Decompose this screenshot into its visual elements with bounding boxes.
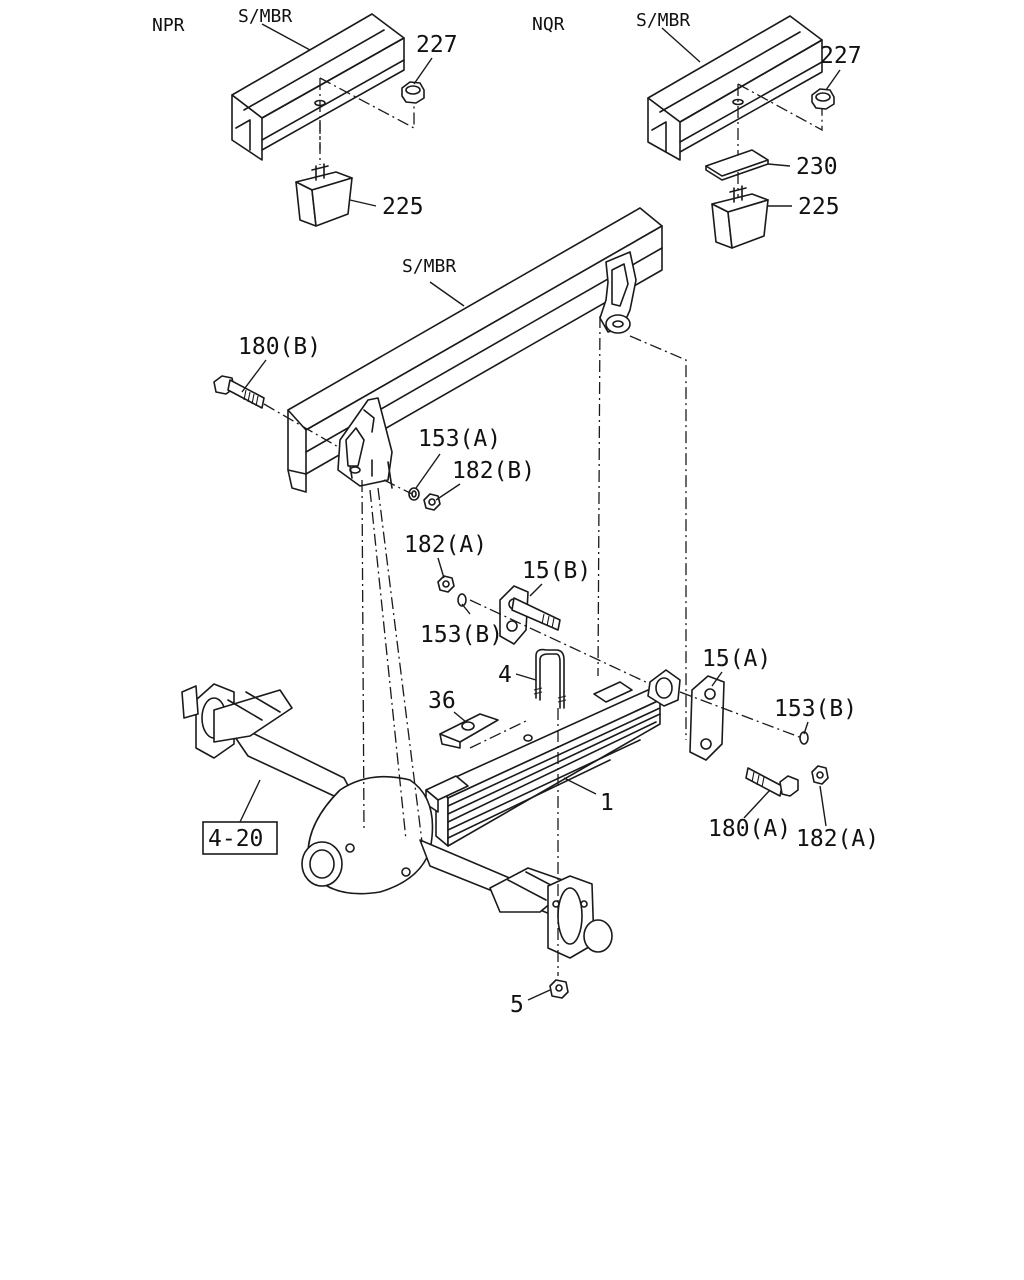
label-227-nqr: 227 bbox=[820, 43, 862, 69]
u-bolt-nut-5 bbox=[549, 979, 569, 999]
label-15b: 15(B) bbox=[522, 558, 591, 584]
shackle-washer-153b-left bbox=[457, 593, 467, 607]
rear-axle-housing bbox=[181, 683, 613, 959]
label-nqr: NQR bbox=[532, 14, 565, 35]
label-182b: 182(B) bbox=[452, 458, 535, 484]
nqr-bumper-225 bbox=[711, 185, 769, 249]
label-227-npr: 227 bbox=[416, 32, 458, 58]
label-230: 230 bbox=[796, 154, 838, 180]
label-182a-right: 182(A) bbox=[796, 826, 879, 852]
label-153a: 153(A) bbox=[418, 426, 501, 452]
rear-shackle-bracket bbox=[599, 251, 637, 334]
bracket-nut-leader bbox=[383, 479, 413, 495]
label-smbr-nqr: S/MBR bbox=[636, 10, 690, 31]
label-1: 1 bbox=[600, 790, 614, 816]
frame-washer-153a bbox=[408, 487, 420, 501]
label-5: 5 bbox=[510, 992, 524, 1018]
front-hanger-bracket bbox=[337, 397, 393, 489]
spring-seat-36 bbox=[439, 713, 533, 749]
nqr-frame-member bbox=[647, 15, 823, 161]
shackle-bolt-180a bbox=[745, 767, 799, 797]
label-225-npr: 225 bbox=[382, 194, 424, 220]
label-153b-right: 153(B) bbox=[774, 696, 857, 722]
label-npr: NPR bbox=[152, 15, 185, 36]
label-180b: 180(B) bbox=[238, 334, 321, 360]
label-225-nqr: 225 bbox=[798, 194, 840, 220]
reference-box-4-20 bbox=[202, 821, 278, 855]
label-180a: 180(A) bbox=[708, 816, 791, 842]
frame-nut-182b bbox=[423, 493, 441, 511]
label-smbr-npr: S/MBR bbox=[238, 6, 292, 27]
label-15a: 15(A) bbox=[702, 646, 771, 672]
shackle-15b bbox=[499, 585, 561, 645]
main-side-member bbox=[287, 207, 663, 493]
shackle-nut-182a-left bbox=[437, 575, 455, 593]
frame-bolt-180b bbox=[213, 375, 341, 449]
label-4-20: 4-20 bbox=[208, 826, 263, 852]
label-smbr-main: S/MBR bbox=[402, 256, 456, 277]
npr-nut-227 bbox=[401, 81, 425, 104]
nqr-nut-227 bbox=[811, 88, 835, 110]
label-4: 4 bbox=[498, 662, 512, 688]
label-leaders bbox=[239, 23, 841, 1001]
shackle-15a bbox=[689, 675, 725, 761]
shackle-nut-182a-right bbox=[811, 765, 829, 785]
label-36: 36 bbox=[428, 688, 456, 714]
npr-frame-member bbox=[231, 13, 405, 161]
npr-mount-leaders bbox=[319, 77, 415, 165]
label-153b-left: 153(B) bbox=[420, 622, 503, 648]
nqr-shim-230 bbox=[705, 149, 769, 181]
alignment-lines bbox=[361, 315, 803, 976]
npr-bumper-225 bbox=[295, 163, 353, 227]
u-bolt-4 bbox=[533, 648, 567, 709]
label-182a-left: 182(A) bbox=[404, 532, 487, 558]
